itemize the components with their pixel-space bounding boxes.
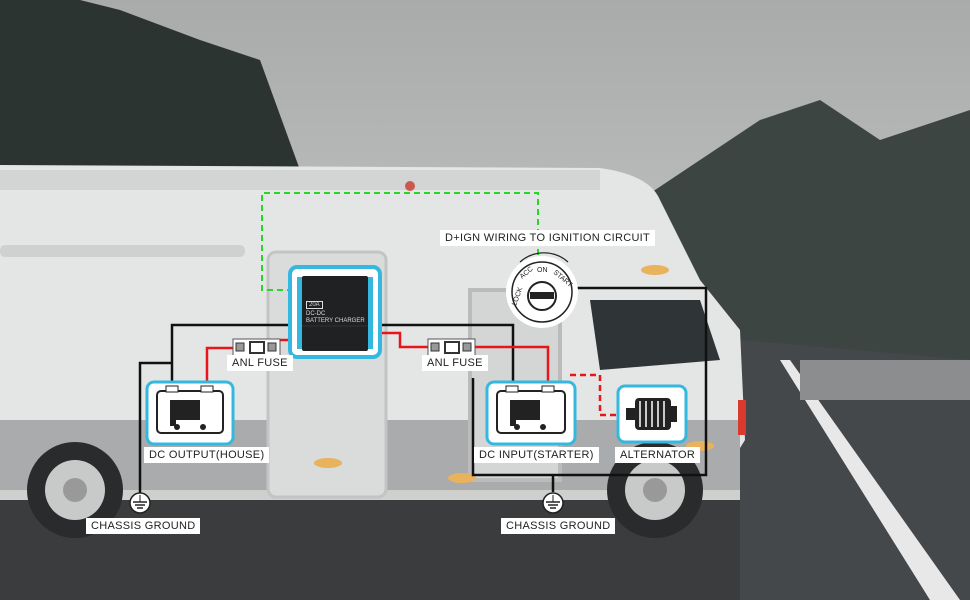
anl-fuse-right — [427, 338, 476, 357]
dc-output-battery — [145, 380, 235, 446]
charger-label-2: BATTERY CHARGER — [306, 318, 365, 324]
ignition-switch-icon: LOCK ACC ON START — [506, 252, 578, 328]
ignition-label: D+IGN WIRING TO IGNITION CIRCUIT — [440, 230, 656, 246]
ground-icon-right — [542, 492, 564, 514]
charger-badge: 20A — [306, 301, 323, 309]
anl-fuse-right-label: ANL FUSE — [422, 355, 488, 371]
charger-label-1: DC-DC — [306, 311, 326, 317]
road-line — [780, 360, 960, 600]
input-positive-wire — [376, 331, 550, 390]
alternator-label: ALTERNATOR — [615, 447, 701, 463]
anl-fuse-left — [232, 338, 281, 357]
road — [0, 500, 970, 600]
ignition-ground-wire — [471, 286, 708, 477]
wheel-rear — [27, 442, 123, 538]
dc-input-battery — [485, 380, 577, 446]
chassis-ground-right-label: CHASSIS GROUND — [501, 518, 616, 534]
output-negative-wire — [170, 323, 296, 390]
ignition-on: ON — [537, 267, 548, 274]
dc-input-label: DC INPUT(STARTER) — [474, 447, 599, 463]
input-negative-wire — [376, 323, 515, 390]
dc-output-label: DC OUTPUT(HOUSE) — [144, 447, 270, 463]
mountain — [640, 100, 970, 360]
anl-fuse-left-label: ANL FUSE — [227, 355, 293, 371]
ground-icon-left — [129, 492, 151, 514]
forest — [0, 0, 300, 170]
alternator-wire — [570, 373, 620, 417]
ground-wire-left — [138, 361, 172, 495]
dc-dc-charger — [288, 265, 382, 359]
chassis-ground-left-label: CHASSIS GROUND — [86, 518, 201, 534]
d-plus-signal-wire — [261, 192, 539, 291]
alternator-icon — [616, 384, 688, 444]
